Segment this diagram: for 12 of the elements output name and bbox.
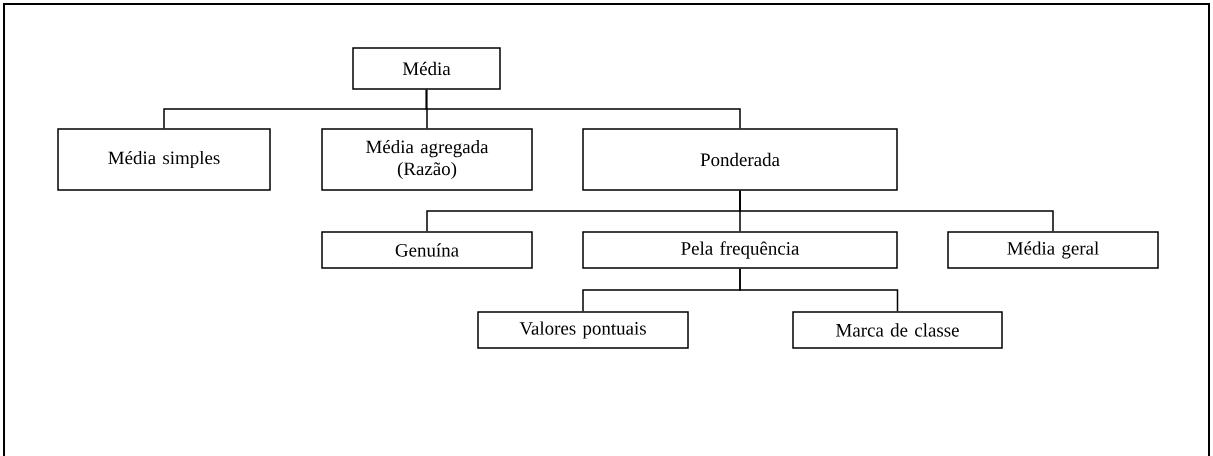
connector-line — [425, 89, 741, 129]
connector-line — [739, 268, 899, 312]
connector-line — [739, 190, 1054, 232]
category-box: Média geral — [947, 231, 1159, 269]
category-box: Média simples — [57, 128, 271, 191]
category-box: Média agregada (Razão) — [321, 128, 533, 191]
category-box: Média — [352, 47, 501, 90]
category-box: Marca de classe — [792, 311, 1003, 349]
category-box: Ponderada — [582, 128, 898, 191]
category-box: Valores pontuais — [477, 311, 689, 349]
category-box: Genuína — [321, 231, 533, 269]
category-box: Pela frequência — [582, 231, 898, 269]
